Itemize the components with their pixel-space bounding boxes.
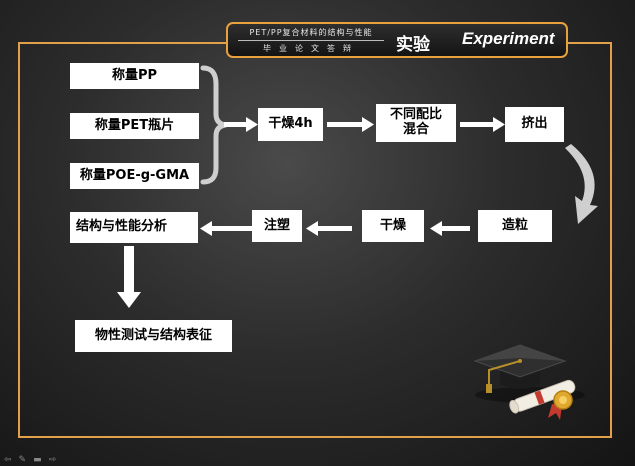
arrow-to-analysis <box>200 221 252 236</box>
slide-toolbar: ⇦ ✎ ▬ ⇨ <box>4 455 56 465</box>
bracket-shape <box>200 65 227 185</box>
step-mix: 不同配比 混合 <box>376 104 456 142</box>
header-banner: PET/PP复合材料的结构与性能 毕业论文答辩 实验 Experiment <box>226 22 568 58</box>
step-pelletize: 造粒 <box>478 210 552 242</box>
header-note: 毕业论文答辩 <box>263 44 359 53</box>
step-analysis: 结构与性能分析 <box>70 212 198 243</box>
prev-slide-icon[interactable]: ⇦ <box>4 455 12 465</box>
step-dry-4h: 干燥4h <box>258 108 323 141</box>
header-title-en: Experiment <box>462 29 555 48</box>
header-divider <box>238 40 384 41</box>
step-mix-line1: 不同配比 <box>389 107 442 123</box>
arrow-to-dry <box>430 221 470 236</box>
arrow-to-dry-4h <box>224 117 258 132</box>
curved-arrow-down <box>565 144 598 224</box>
arrow-to-inject <box>306 221 352 236</box>
step-inject: 注塑 <box>252 210 302 242</box>
pen-icon[interactable]: ✎ <box>18 455 27 465</box>
step-dry: 干燥 <box>362 210 424 242</box>
step-testing: 物性测试与结构表征 <box>75 320 232 352</box>
step-mix-line2: 混合 <box>402 122 429 137</box>
arrow-to-extrude <box>460 117 505 132</box>
arrow-to-testing <box>117 246 141 308</box>
step-weigh-pet: 称量PET瓶片 <box>70 113 199 139</box>
header-title-cn: 实验 <box>396 35 430 55</box>
step-weigh-pp: 称量PP <box>70 63 199 89</box>
next-slide-icon[interactable]: ⇨ <box>48 455 57 465</box>
graduation-cap-diploma-icon <box>473 344 585 420</box>
step-extrude: 挤出 <box>505 107 564 142</box>
arrow-to-mix <box>327 117 374 132</box>
menu-icon[interactable]: ▬ <box>33 455 42 465</box>
header-subtitle: PET/PP复合材料的结构与性能 <box>249 28 373 37</box>
step-weigh-poe: 称量POE-g-GMA <box>70 163 199 189</box>
